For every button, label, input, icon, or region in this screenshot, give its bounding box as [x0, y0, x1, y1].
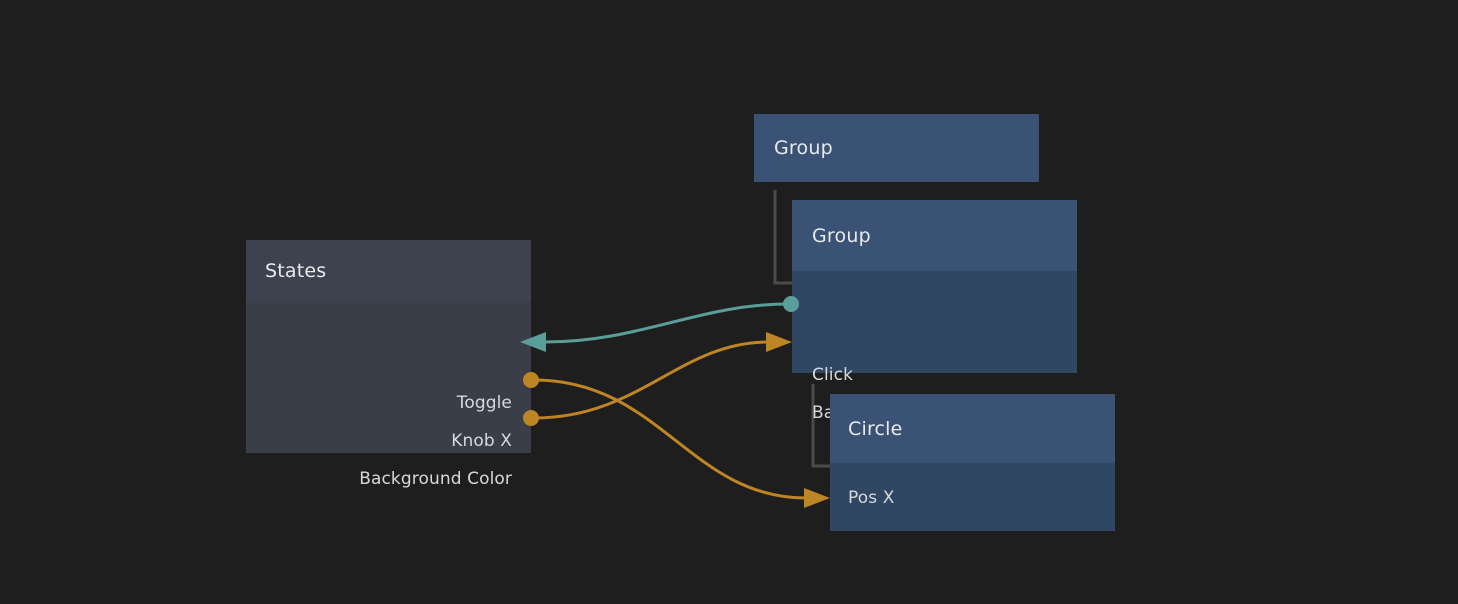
port-row-toggle[interactable]: Toggle: [457, 391, 512, 415]
node-body: Pos X: [830, 463, 1115, 531]
port-label: Toggle: [456, 393, 512, 413]
node-title: Group: [774, 137, 833, 159]
node-title: Group: [812, 224, 871, 247]
edge-knob-x-to-pos-x[interactable]: [523, 372, 830, 508]
port-label: Pos X: [848, 488, 895, 508]
node-states[interactable]: States Toggle Knob X Background Color: [246, 240, 531, 489]
tree-line-child-to-circle: [811, 384, 830, 468]
edge-click-to-toggle[interactable]: [520, 296, 799, 352]
node-body: Toggle Knob X Background Color: [246, 301, 531, 489]
tree-line-root-to-child: [773, 190, 792, 285]
node-header[interactable]: States: [246, 240, 531, 301]
node-title: States: [265, 259, 327, 282]
node-circle[interactable]: Circle Pos X: [830, 394, 1115, 531]
port-row-background-color[interactable]: Background Color: [359, 467, 512, 491]
node-title: Circle: [848, 417, 903, 440]
node-header[interactable]: Group: [792, 200, 1077, 271]
port-row-pos-x[interactable]: Pos X: [848, 486, 894, 510]
edge-arrowhead: [804, 488, 830, 508]
node-body: Click Background Color: [792, 271, 1077, 423]
node-group-child[interactable]: Group Click Background Color: [792, 200, 1077, 423]
edge-arrowhead: [766, 332, 792, 352]
port-label: Background Color: [359, 469, 512, 489]
edge-path: [543, 302, 790, 344]
edge-path: [532, 378, 808, 500]
port-row-knob-x[interactable]: Knob X: [451, 429, 512, 453]
edge-background-color[interactable]: [523, 332, 792, 426]
port-label: Knob X: [451, 431, 512, 451]
node-header[interactable]: Group: [754, 114, 1039, 182]
node-group-root[interactable]: Group: [754, 114, 1039, 182]
port-label: Click: [812, 365, 854, 385]
node-header[interactable]: Circle: [830, 394, 1115, 463]
port-row-click[interactable]: Click: [812, 363, 853, 387]
edge-path: [532, 340, 770, 420]
